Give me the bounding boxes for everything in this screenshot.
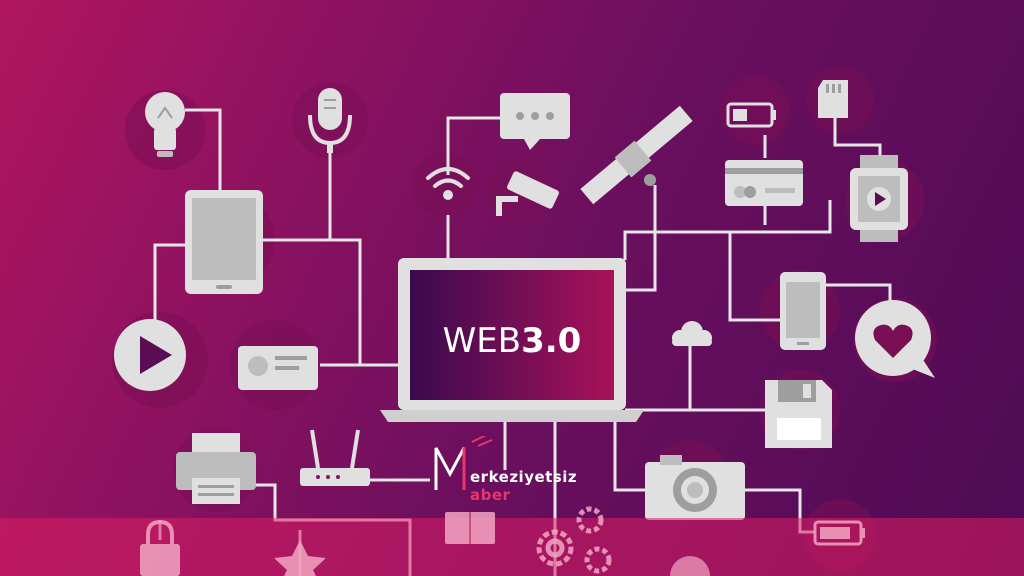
screen-headline: WEB3.0 xyxy=(443,321,582,361)
camera-icon xyxy=(645,455,745,520)
watermark-text-line2: aber xyxy=(470,486,511,504)
printer-icon xyxy=(176,433,256,504)
battery-low-icon xyxy=(813,520,865,546)
tablet-icon xyxy=(185,190,263,294)
watermark-text-line1: erkeziyetsiz xyxy=(470,468,578,486)
router-icon xyxy=(300,429,370,486)
sd-card-icon xyxy=(818,80,848,118)
wifi-icon xyxy=(426,167,470,200)
smartwatch-icon xyxy=(850,155,908,242)
chat-bubble-icon xyxy=(500,93,570,150)
lock-icon xyxy=(140,519,180,576)
battery-icon xyxy=(726,102,776,128)
id-card-icon xyxy=(238,346,318,390)
heart-bubble-icon xyxy=(855,300,935,378)
floppy-disk-icon xyxy=(765,380,832,448)
star-icon xyxy=(274,540,326,576)
watermark-logo xyxy=(434,436,493,490)
book-icon xyxy=(445,512,495,544)
play-button-icon xyxy=(114,319,186,391)
cloud-icon xyxy=(672,321,712,346)
bottom-circle xyxy=(670,556,710,576)
microphone-icon xyxy=(308,88,352,153)
gears-icon xyxy=(536,506,612,574)
credit-card-icon xyxy=(725,160,803,206)
security-camera-icon xyxy=(496,171,559,216)
lightbulb-icon xyxy=(145,92,185,157)
satellite-icon xyxy=(580,105,693,205)
laptop-icon: WEB3.0 xyxy=(380,258,644,422)
smartphone-icon xyxy=(780,272,826,350)
